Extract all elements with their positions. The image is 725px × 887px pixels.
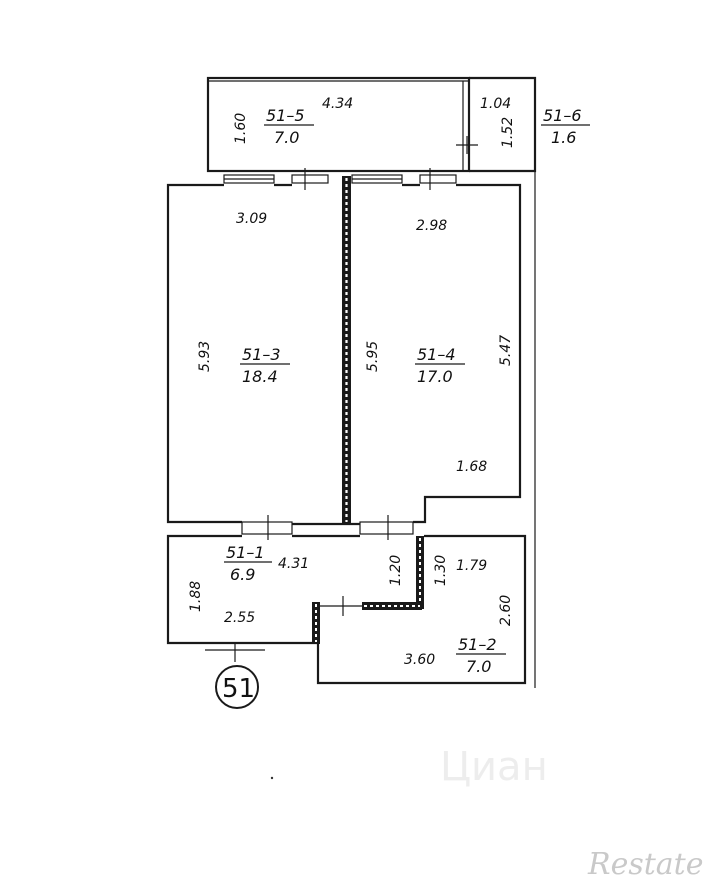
apartment-number: 51 bbox=[222, 674, 255, 704]
dim-152: 1.52 bbox=[500, 117, 516, 148]
dim-179: 1.79 bbox=[456, 558, 487, 574]
dim-547: 5.47 bbox=[498, 335, 514, 366]
faint-watermark-text: Циан bbox=[440, 744, 548, 790]
room-51-3-id: 51–3 bbox=[242, 345, 281, 364]
label-room-51-4: 51–4 17.0 bbox=[415, 345, 465, 386]
dim-360: 3.60 bbox=[404, 652, 435, 668]
dim-431: 4.31 bbox=[278, 556, 309, 572]
balcony-door-51-4 bbox=[419, 168, 457, 190]
dim-130: 1.30 bbox=[433, 555, 449, 586]
dim-595: 5.95 bbox=[365, 341, 381, 372]
window-room-51-3 bbox=[223, 174, 275, 184]
dim-255: 2.55 bbox=[224, 610, 255, 626]
room-51-3-area: 18.4 bbox=[242, 367, 278, 386]
room-51-1-area: 6.9 bbox=[230, 565, 255, 584]
door-room-51-4 bbox=[359, 515, 414, 540]
balcony-door-51-3 bbox=[291, 168, 329, 190]
room-51-6-area: 1.6 bbox=[551, 128, 576, 147]
room-51-3 bbox=[166, 183, 292, 524]
room-51-2-area: 7.0 bbox=[466, 657, 491, 676]
balcony-51-5 bbox=[206, 76, 471, 173]
room-51-5-area: 7.0 bbox=[274, 128, 299, 147]
dim-434: 4.34 bbox=[322, 96, 353, 112]
window-room-51-4 bbox=[351, 174, 403, 184]
stray-dot bbox=[270, 776, 274, 780]
dim-168: 1.68 bbox=[456, 459, 487, 475]
room-51-5-id: 51–5 bbox=[266, 106, 305, 125]
room-51-4-area: 17.0 bbox=[417, 367, 453, 386]
partition-wall bbox=[342, 176, 351, 524]
room-51-1-id: 51–1 bbox=[226, 543, 265, 562]
faint-watermark: Циан bbox=[440, 744, 548, 790]
loggia-51-6 bbox=[456, 76, 537, 173]
dim-309: 3.09 bbox=[236, 211, 267, 227]
dim-188: 1.88 bbox=[188, 581, 204, 612]
label-room-51-5: 51–5 7.0 bbox=[264, 106, 314, 147]
dim-160: 1.60 bbox=[233, 113, 249, 144]
room-51-4 bbox=[402, 183, 522, 524]
bathroom-51-2 bbox=[316, 534, 527, 685]
room-51-4-id: 51–4 bbox=[417, 345, 456, 364]
label-room-51-3: 51–3 18.4 bbox=[240, 345, 290, 386]
label-room-51-6: 51–6 1.6 bbox=[541, 106, 590, 147]
hall-51-1 bbox=[166, 534, 360, 662]
room-51-2-id: 51–2 bbox=[458, 635, 497, 654]
brand-watermark: Restate bbox=[587, 847, 704, 882]
apartment-marker: 51 bbox=[215, 665, 259, 709]
room-51-6-id: 51–6 bbox=[543, 106, 582, 125]
dim-120: 1.20 bbox=[388, 555, 404, 586]
label-room-51-2: 51–2 7.0 bbox=[456, 635, 506, 676]
dim-298: 2.98 bbox=[416, 218, 447, 234]
dim-104: 1.04 bbox=[480, 96, 511, 112]
dim-593: 5.93 bbox=[197, 341, 213, 372]
bathroom-wall bbox=[312, 536, 424, 644]
dim-260: 2.60 bbox=[498, 595, 514, 626]
label-room-51-1: 51–1 6.9 bbox=[224, 543, 272, 584]
door-room-51-3 bbox=[241, 515, 293, 540]
